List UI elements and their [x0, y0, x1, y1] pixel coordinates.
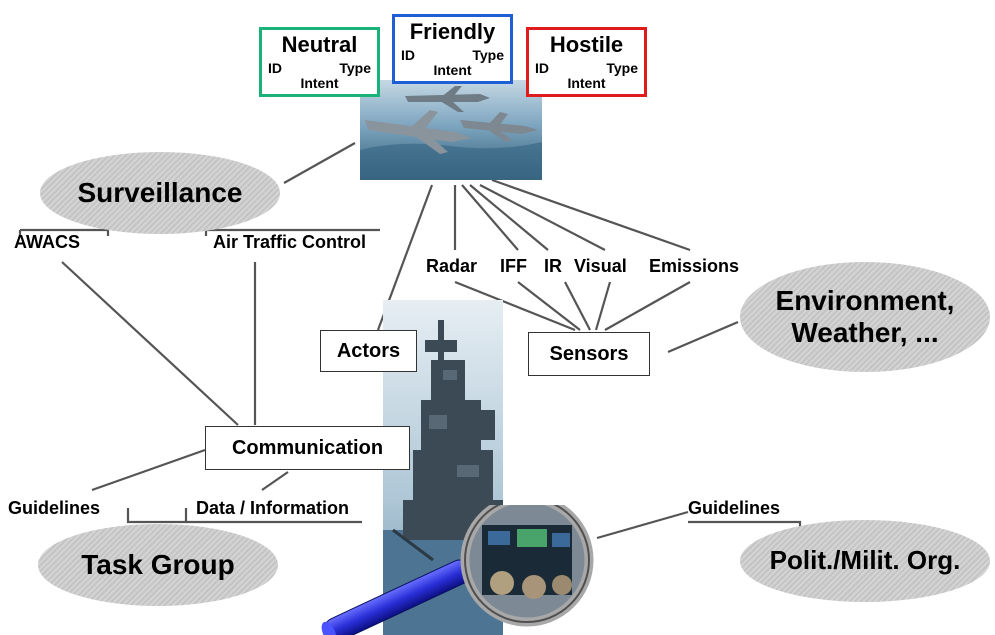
actors-label: Actors — [336, 339, 401, 362]
link-aircraft-visual — [479, 184, 606, 251]
data-information-label: Data / Information — [196, 498, 350, 518]
neutral-title: Neutral — [281, 32, 358, 57]
link-aircraft-ir — [469, 184, 549, 251]
environment-ellipse: Environment, Weather, ... — [740, 262, 990, 372]
link-magnifier-guidelines — [596, 510, 689, 540]
polit-milit-label: Polit./Milit. Org. — [769, 545, 961, 576]
surveillance-ellipse: Surveillance — [40, 152, 280, 234]
bracket-guidelines-left — [126, 508, 188, 524]
environment-label-line2: Weather, ... — [791, 317, 939, 348]
bracket-air-traffic — [204, 228, 380, 236]
actors-box: Actors — [320, 330, 417, 372]
magnifying-glass-icon — [321, 505, 594, 635]
friendly-type: Type — [472, 47, 504, 63]
friendly-id-box: Friendly ID Type Intent — [392, 14, 513, 84]
radar-label: Radar — [426, 256, 478, 276]
friendly-id: ID — [401, 47, 415, 63]
hostile-type: Type — [606, 60, 638, 76]
guidelines-right-label: Guidelines — [688, 498, 781, 518]
neutral-type: Type — [339, 60, 371, 76]
link-visual-sensors — [594, 281, 612, 331]
link-awacs-communication — [61, 261, 239, 426]
surveillance-label: Surveillance — [77, 176, 243, 208]
visual-label: Visual — [574, 256, 627, 276]
sensors-box: Sensors — [528, 332, 650, 376]
link-iff-sensors — [517, 281, 581, 331]
emissions-label: Emissions — [649, 256, 740, 276]
link-communication-data — [261, 471, 289, 491]
hostile-title: Hostile — [549, 32, 624, 57]
aircraft-photo — [360, 80, 542, 180]
link-ir-sensors — [564, 281, 591, 331]
sensors-label: Sensors — [549, 342, 629, 365]
neutral-intent: Intent — [300, 75, 339, 91]
environment-label-line1: Environment, — [775, 284, 955, 316]
polit-milit-ellipse: Polit./Milit. Org. — [740, 520, 990, 602]
hostile-id: ID — [535, 60, 549, 76]
guidelines-left-label: Guidelines — [8, 498, 101, 518]
awacs-label: AWACS — [14, 232, 81, 252]
link-communication-guidelines — [91, 448, 206, 492]
neutral-id: ID — [268, 60, 282, 76]
link-aircraft-iff — [461, 184, 519, 251]
link-sensors-environment — [667, 320, 739, 354]
link-surveillance-aircraft — [283, 142, 356, 184]
friendly-intent: Intent — [433, 62, 472, 78]
friendly-title: Friendly — [409, 19, 496, 44]
ir-label: IR — [544, 256, 562, 276]
neutral-id-box: Neutral ID Type Intent — [259, 27, 380, 97]
link-aircraft-emissions — [491, 178, 691, 252]
communication-label: Communication — [231, 436, 384, 459]
hostile-id-box: Hostile ID Type Intent — [526, 27, 647, 97]
iff-label: IFF — [500, 256, 527, 276]
hostile-intent: Intent — [567, 75, 606, 91]
communication-box: Communication — [205, 426, 410, 470]
link-emissions-sensors — [604, 281, 691, 331]
task-group-label: Task Group — [81, 548, 235, 580]
link-radar-sensors — [454, 280, 576, 332]
task-group-ellipse: Task Group — [38, 524, 278, 606]
air-traffic-control-label: Air Traffic Control — [213, 232, 367, 252]
